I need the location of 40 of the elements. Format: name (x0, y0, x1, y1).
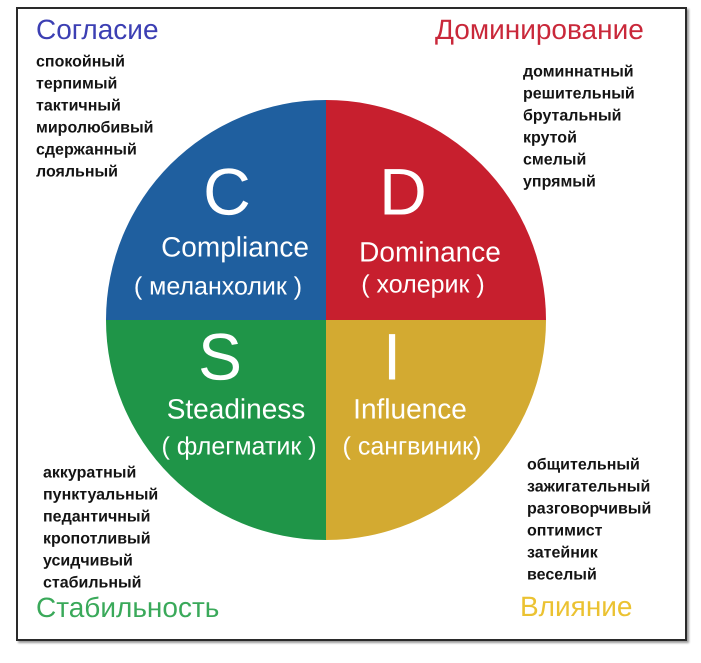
quadrant-letter: D (379, 156, 427, 228)
dimension-name: Steadiness (166, 394, 306, 426)
dimension-name: Dominance (359, 238, 501, 268)
trait-word: упрямый (523, 172, 596, 192)
trait-word: оптимист (527, 522, 603, 540)
trait-word: тактичный (36, 96, 121, 116)
trait-word: аккуратный (43, 464, 136, 482)
quadrant-letter: C (203, 156, 251, 228)
corner-heading: Стабильность (36, 592, 220, 624)
temperament-label: ( флегматик ) (161, 433, 317, 461)
quadrant-letter: S (198, 320, 242, 394)
temperament-label: ( сангвиник) (342, 433, 482, 461)
trait-word: затейник (527, 544, 598, 562)
dimension-name: Compliance (161, 232, 309, 264)
trait-word: крутой (523, 128, 577, 148)
corner-heading: Согласие (36, 14, 159, 46)
temperament-label: ( холерик ) (361, 271, 485, 299)
dimension-name: Influence (353, 394, 467, 426)
corner-heading: Доминирование (435, 14, 644, 46)
trait-word: смелый (523, 150, 586, 170)
trait-word: терпимый (36, 74, 118, 94)
trait-word: разговорчивый (527, 500, 652, 518)
trait-word: сдержанный (36, 140, 137, 160)
trait-word: спокойный (36, 52, 125, 72)
trait-word: пунктуальный (43, 486, 158, 504)
temperament-label: ( меланхолик ) (134, 273, 302, 301)
trait-word: брутальный (523, 106, 622, 126)
trait-word: веселый (527, 566, 597, 584)
trait-word: кропотливый (43, 530, 151, 548)
trait-word: стабильный (43, 574, 142, 592)
trait-word: педантичный (43, 508, 150, 526)
trait-word: доминнатный (523, 62, 634, 82)
trait-word: миролюбивый (36, 118, 154, 138)
corner-heading: Влияние (520, 591, 632, 623)
trait-word: усидчивый (43, 552, 133, 570)
trait-word: зажигательный (527, 478, 650, 496)
trait-word: лояльный (36, 162, 118, 182)
trait-word: общительный (527, 456, 640, 474)
quadrant-letter: I (382, 320, 402, 394)
trait-word: решительный (523, 84, 635, 104)
